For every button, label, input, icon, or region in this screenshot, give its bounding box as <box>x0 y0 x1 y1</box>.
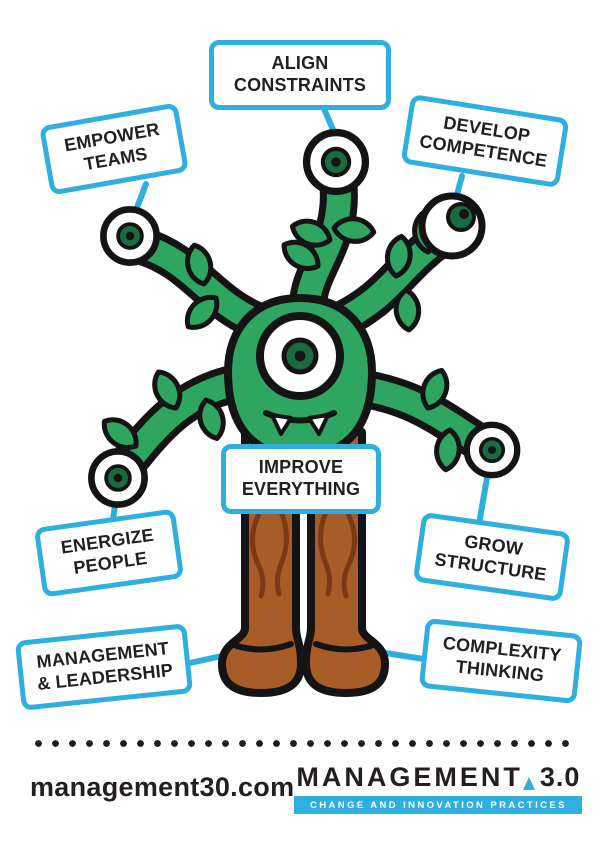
logo-version-group: 3.0 <box>522 762 581 793</box>
logo-wordmark: MANAGEMENT 3.0 <box>294 762 582 793</box>
fang-right-icon <box>307 413 330 436</box>
eyeball-looking-up <box>418 192 486 260</box>
eye-tree-monster-illustration <box>0 101 600 730</box>
monster-body <box>223 293 377 461</box>
dotted-divider <box>30 740 570 747</box>
management30-logo: MANAGEMENT 3.0 CHANGE AND INNOVATION PRA… <box>294 762 583 814</box>
fang-left-icon <box>270 413 293 436</box>
logo-version: 3.0 <box>539 762 581 792</box>
website-text: management30.com <box>30 772 295 802</box>
logo-title: MANAGEMENT <box>296 762 523 792</box>
logo-tree-icon <box>522 777 535 790</box>
callout-align-constraints: ALIGN CONSTRAINTS <box>209 40 391 110</box>
callout-improve-everything: IMPROVE EVERYTHING <box>221 444 381 514</box>
logo-tagline: CHANGE AND INNOVATION PRACTICES <box>294 796 583 814</box>
footer: management30.com MANAGEMENT 3.0 CHANGE A… <box>30 762 583 814</box>
tentacle-eyeballs <box>91 133 517 505</box>
